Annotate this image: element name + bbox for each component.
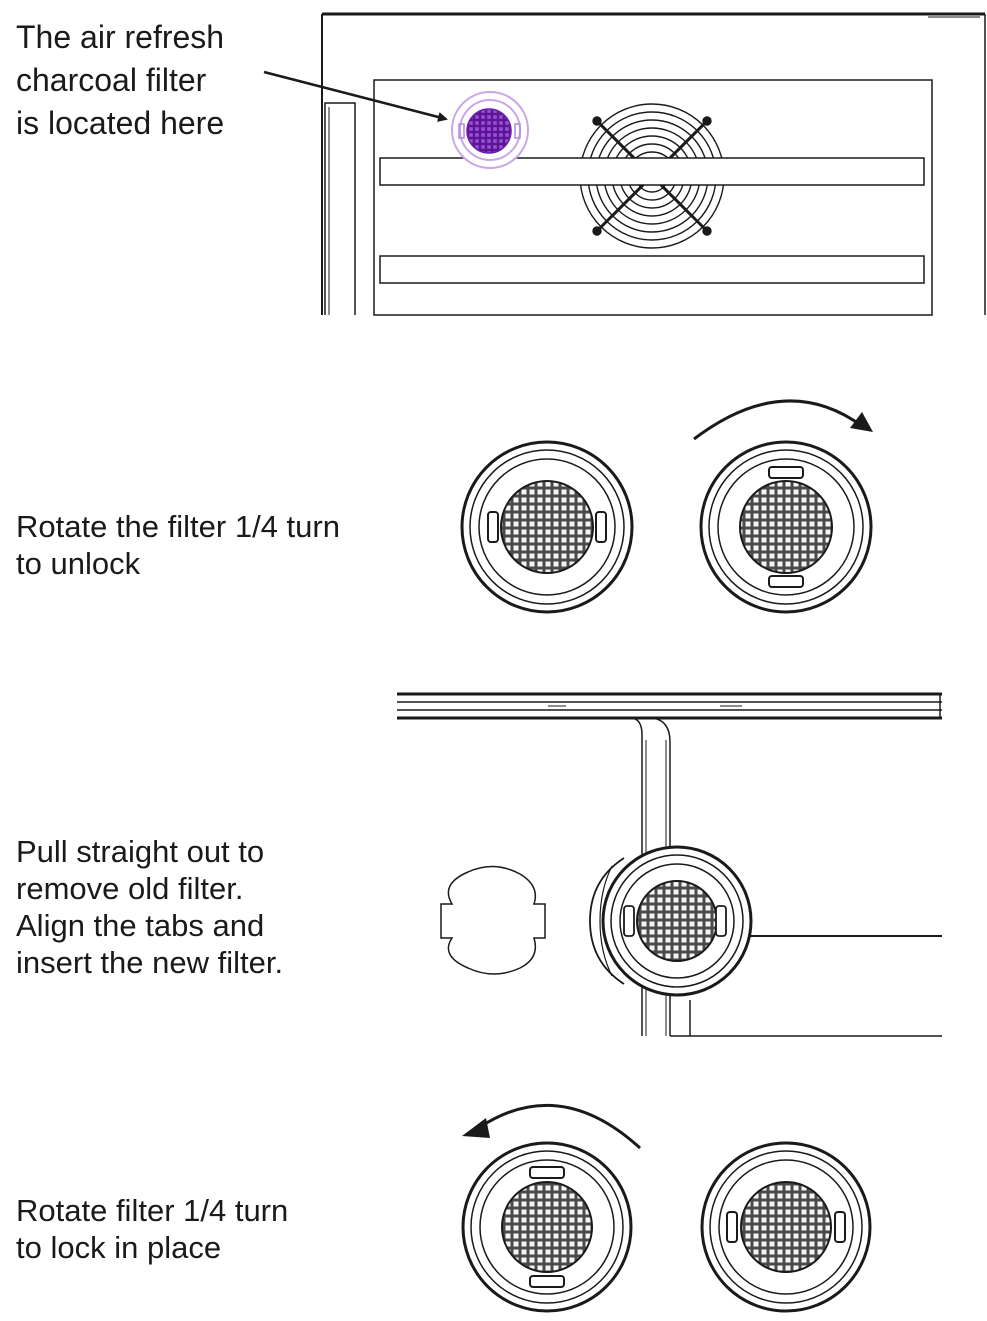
caption-pull-insert: Pull straight out to remove old filter. … bbox=[16, 833, 283, 981]
caption-line: charcoal filter bbox=[16, 62, 207, 98]
caption-line: insert the new filter. bbox=[16, 945, 284, 980]
caption-line: to lock in place bbox=[16, 1230, 222, 1265]
filter-locked-position-icon bbox=[700, 1141, 872, 1313]
filter-rotated-position-icon bbox=[461, 1141, 633, 1313]
caption-line: Rotate the filter 1/4 turn bbox=[16, 509, 340, 544]
caption-line: Rotate filter 1/4 turn bbox=[16, 1193, 289, 1228]
caption-rotate-lock: Rotate filter 1/4 turn to lock in place bbox=[16, 1192, 288, 1266]
filter-unlocked-position-icon bbox=[460, 440, 634, 614]
charcoal-filter-highlight-icon bbox=[451, 91, 529, 169]
caption-line: to unlock bbox=[16, 546, 141, 581]
counterclockwise-arrow-icon bbox=[479, 1103, 642, 1150]
caption-line: is located here bbox=[16, 105, 225, 141]
caption-line: Pull straight out to bbox=[16, 834, 265, 869]
caption-line: Align the tabs and bbox=[16, 908, 265, 943]
cabinet-interior-illustration bbox=[321, 12, 986, 316]
filter-rotated-position-icon bbox=[699, 440, 873, 614]
clockwise-arrow-icon bbox=[693, 399, 863, 441]
clockwise-arrow-head-icon bbox=[850, 412, 873, 432]
old-filter-outline-icon bbox=[440, 865, 546, 975]
caption-line: remove old filter. bbox=[16, 871, 244, 906]
caption-filter-location: The air refresh charcoal filter is locat… bbox=[16, 16, 224, 145]
pointer-arrow-icon bbox=[263, 70, 448, 122]
counterclockwise-arrow-head-icon bbox=[462, 1118, 490, 1138]
filter-removal-illustration bbox=[397, 692, 942, 1037]
caption-line: The air refresh bbox=[16, 19, 225, 55]
caption-rotate-unlock: Rotate the filter 1/4 turn to unlock bbox=[16, 508, 340, 582]
